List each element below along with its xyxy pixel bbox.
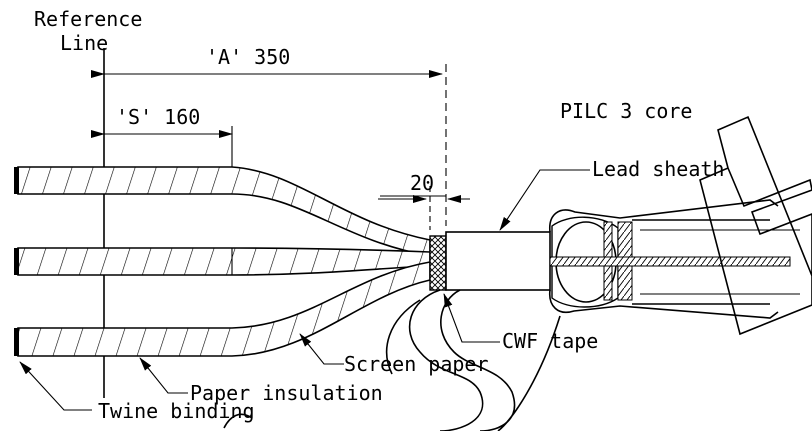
label-reference: Reference: [34, 7, 142, 31]
dimension-20: [378, 186, 470, 230]
core-top: [14, 166, 431, 257]
screen-paper-leader: [299, 333, 344, 365]
dimension-s: [91, 126, 233, 170]
label-dim-a: 'A' 350: [206, 45, 290, 69]
core-middle: [14, 247, 431, 276]
label-twine-binding: Twine binding: [98, 399, 255, 423]
twine-binding-leader: [19, 361, 92, 411]
label-line: Line: [60, 31, 108, 55]
paper-insulation-leader: [139, 357, 188, 394]
cwf-tape-leader: [443, 293, 500, 343]
lead-sheath: [445, 199, 800, 319]
dimension-a: [91, 64, 447, 226]
cwf-tape-band: [429, 235, 447, 291]
label-lead-sheath: Lead sheath: [592, 157, 724, 181]
label-paper-insulation: Paper insulation: [190, 381, 383, 405]
label-dim-s: 'S' 160: [116, 105, 200, 129]
label-screen-paper: Screen paper: [344, 352, 489, 376]
twine-binding-loop: [223, 289, 561, 431]
label-dim-20: 20: [410, 171, 434, 195]
label-cwf-tape: CWF tape: [502, 329, 598, 353]
label-pilc: PILC 3 core: [560, 99, 692, 123]
pilc-3-core-outline: [699, 115, 812, 336]
lead-sheath-leader: [499, 169, 590, 231]
core-bottom: [14, 261, 431, 357]
